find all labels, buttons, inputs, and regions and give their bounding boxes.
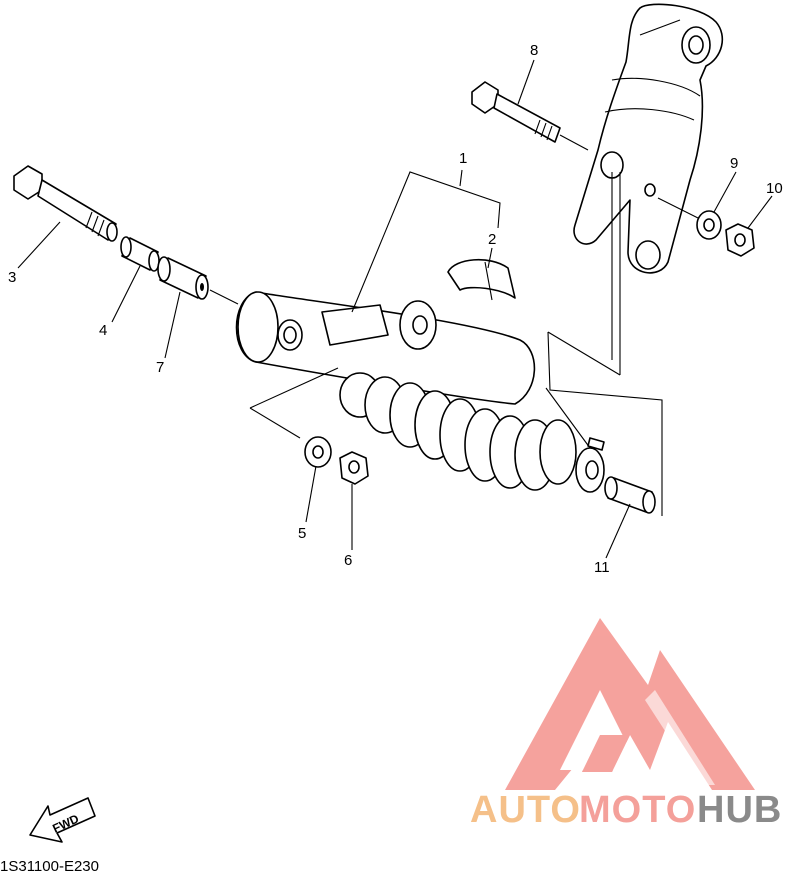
callout-8: 8 [530,42,538,59]
watermark-logo [505,618,755,790]
callout-1: 1 [459,150,467,167]
callout-2: 2 [488,231,496,248]
nut-10 [725,223,755,257]
leader-lines [17,59,773,559]
watermark-hub: HUB [697,789,782,831]
callout-11: 11 [594,559,610,576]
washer-5 [304,436,332,468]
collar-4 [120,236,160,272]
watermark-moto: MOTO [579,789,696,831]
cap-2 [447,258,516,301]
watermark-triangle [505,618,755,790]
callout-10: 10 [766,180,783,197]
spring [339,372,577,491]
diagram-code: 1S31100-E230 [0,858,99,873]
shock-absorber [235,291,605,493]
watermark-auto: AUTO [470,789,581,831]
nut-6 [339,451,369,485]
callout-7: 7 [156,359,164,376]
callout-3: 3 [8,269,16,286]
collar-11 [604,476,656,514]
bolt-8 [471,81,589,151]
bushing-7 [157,256,209,300]
fwd-arrow: FWD [29,797,96,843]
callout-5: 5 [298,525,306,542]
washer-9 [696,210,722,240]
callout-6: 6 [344,552,352,569]
callout-9: 9 [730,155,738,172]
relay-arm [573,3,724,274]
bolt-3 [13,165,118,242]
callout-4: 4 [99,322,107,339]
